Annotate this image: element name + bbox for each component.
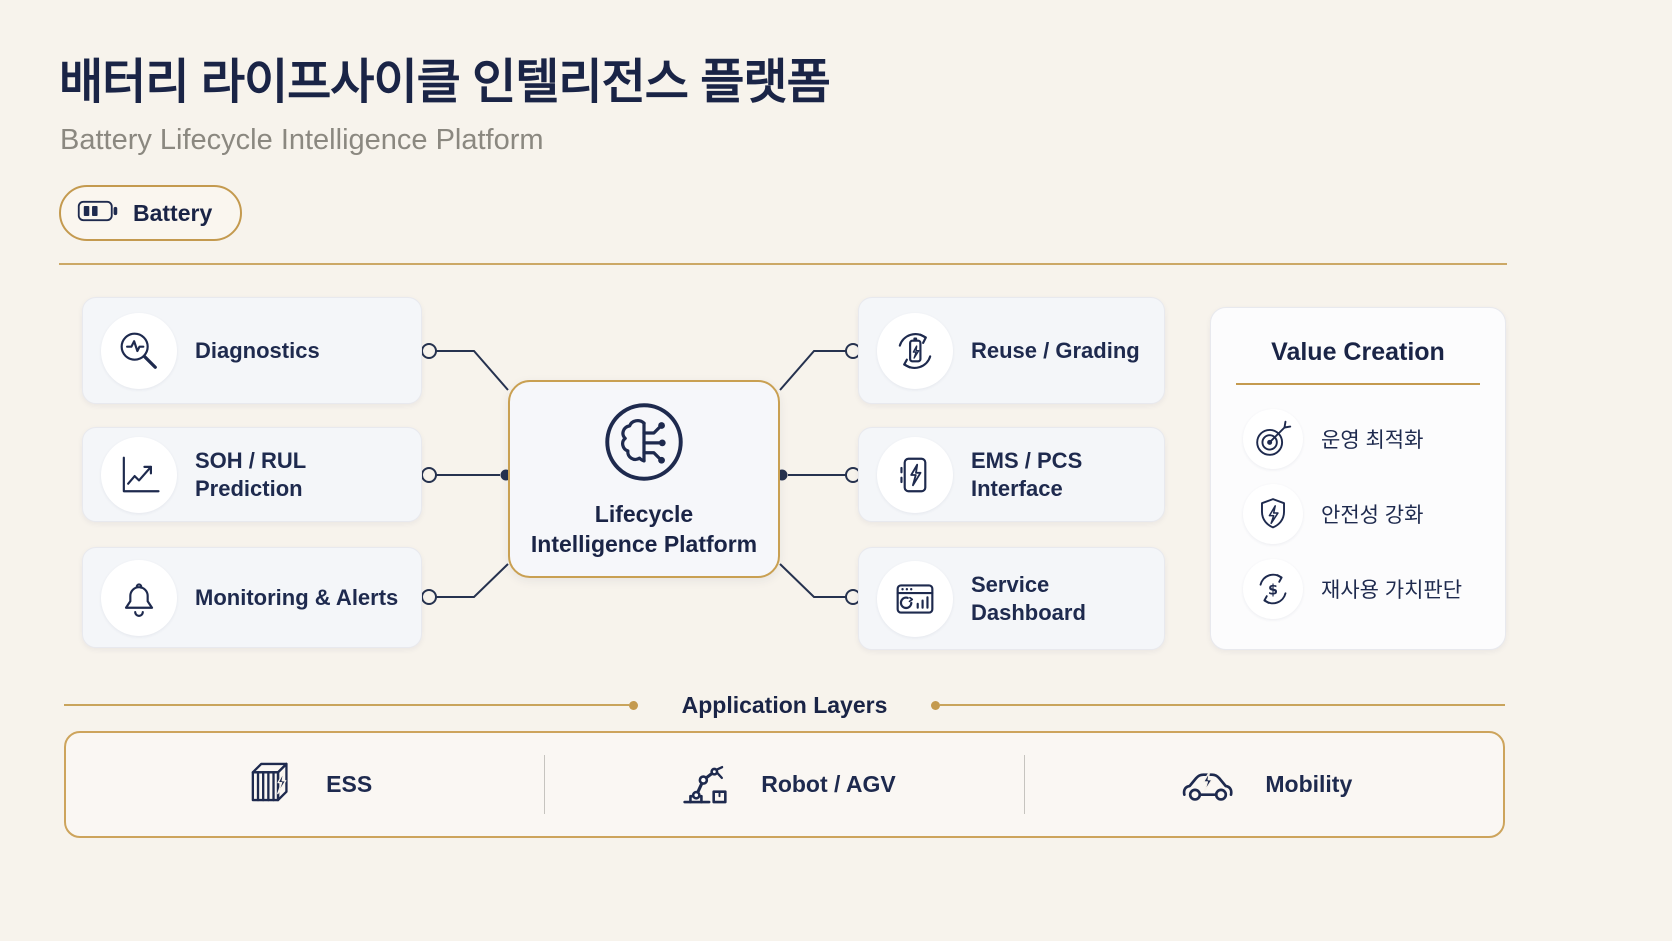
application-layers-header: Application Layers [64,690,1505,720]
module-card-monitoring: Monitoring & Alerts [82,547,422,648]
connector-node [421,589,437,605]
value-creation-title: Value Creation [1271,338,1445,366]
module-label: Diagnostics [195,337,320,363]
app-layer-label: Robot / AGV [761,771,896,797]
section-divider [544,755,546,814]
value-creation-items: 운영 최적화 안전성 강화 [1243,409,1505,619]
battery-badge-label: Battery [133,199,213,226]
app-layer-label: Mobility [1265,771,1353,797]
app-layer-label: ESS [326,771,373,797]
robot-arm-icon [673,751,735,818]
page-title: 배터리 라이프사이클 인텔리전스 플랫폼 [59,56,831,109]
module-label: Reuse / Grading [971,337,1140,363]
value-item-reuse-value: $ 재사용 가치판단 [1243,559,1505,619]
battery-badge: Battery [59,185,243,241]
app-section-ess: ESS [66,733,544,836]
module-card-diagnostics: Diagnostics [82,297,422,404]
shield-bolt-icon [1243,484,1303,544]
gold-line-right [940,704,1505,706]
header-divider [59,263,1507,265]
connector-node [421,343,437,359]
gold-dot-right [931,700,941,710]
value-item-label: 재사용 가치판단 [1321,579,1463,602]
page-subtitle: Battery Lifecycle Intelligence Platform [60,124,544,156]
gold-line-left [64,704,629,706]
ess-container-icon [238,751,300,818]
battery-icon [76,195,120,232]
diagnostics-magnifier-icon [101,312,177,389]
power-device-icon [877,436,953,513]
bell-icon [101,559,177,636]
module-label: Monitoring & Alerts [195,584,399,610]
value-title-underline [1236,383,1480,385]
ev-car-icon [1175,750,1239,819]
app-section-mobility: Mobility [1025,733,1503,836]
connector-node [421,467,437,483]
app-section-robot-agv: Robot / AGV [545,733,1023,836]
application-layers-box: ESS Robot / AGV [64,731,1505,838]
brain-circuit-icon [601,399,687,490]
value-item-safety: 안전성 강화 [1243,484,1505,544]
application-layers-title: Application Layers [681,691,888,718]
module-card-reuse-grading: Reuse / Grading [858,297,1165,404]
value-creation-panel: Value Creation 운영 최적화 [1210,307,1506,650]
trend-chart-icon [101,436,177,513]
value-item-label: 안전성 강화 [1321,504,1424,527]
dashboard-window-icon [877,560,953,637]
svg-text:$: $ [1268,582,1278,598]
section-divider [1023,755,1025,814]
dollar-cycle-icon: $ [1243,559,1303,619]
target-arrow-icon [1243,409,1303,469]
value-item-label: 운영 최적화 [1321,429,1424,452]
value-item-operation-optimization: 운영 최적화 [1243,409,1505,469]
battery-recycle-icon [877,312,953,389]
gold-dot-left [628,700,638,710]
